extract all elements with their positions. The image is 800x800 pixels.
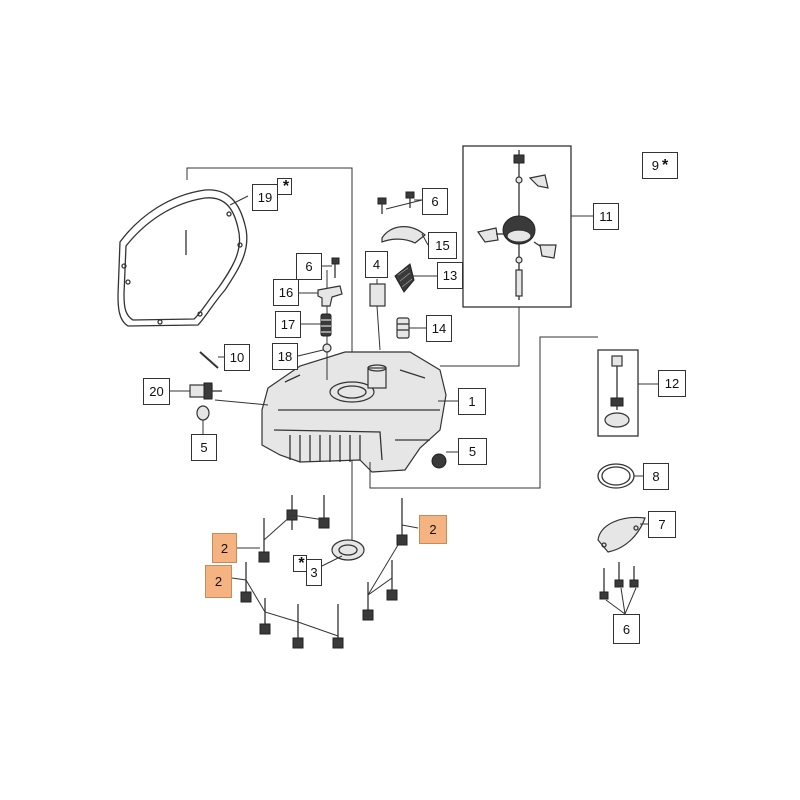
callout-14: 14: [426, 315, 452, 342]
callout-19-star: *: [277, 178, 292, 195]
callout-16: 16: [273, 279, 299, 306]
sensor-20: [189, 382, 222, 400]
callout-19: 19: [252, 184, 278, 211]
bolt-6-top: [331, 257, 340, 278]
callout-2-right: 2: [419, 515, 447, 544]
pin-10: [199, 351, 219, 369]
callout-8: 8: [643, 463, 669, 490]
screen-13: [394, 263, 415, 293]
callout-3-star: *: [293, 555, 307, 572]
crankcase-cover: [261, 351, 447, 473]
callout-3: 3: [306, 559, 322, 586]
bolts-6-plate: [377, 191, 426, 244]
callout-18: 18: [272, 343, 298, 370]
bolt-leaders: [231, 514, 419, 637]
governor-frame: [462, 145, 572, 308]
part-4: [369, 283, 386, 307]
clip-16: [317, 285, 343, 307]
callout-5-right: 5: [458, 438, 487, 465]
callout-13: 13: [437, 262, 463, 289]
callout-2-left-upper: 2: [212, 533, 237, 563]
callout-17: 17: [275, 311, 301, 338]
callout-9: 9*: [642, 152, 678, 179]
callout-4: 4: [365, 251, 388, 278]
spring-17: [320, 313, 332, 337]
crankcase-gasket: [117, 189, 248, 327]
callout-6-bottom: 6: [613, 614, 640, 644]
callout-6-top-right: 6: [422, 188, 448, 215]
ball-18: [322, 343, 332, 353]
callout-2-left-lower: 2: [205, 565, 232, 598]
cover-7: [597, 516, 646, 553]
callout-15: 15: [428, 232, 457, 259]
governor-assembly: [476, 150, 557, 300]
seal-5-left: [196, 405, 210, 421]
seal-3: [331, 539, 365, 561]
callout-1: 1: [458, 388, 486, 415]
seal-5-right: [431, 453, 447, 469]
callout-5-left: 5: [191, 434, 217, 461]
callout-20: 20: [143, 378, 170, 405]
callout-6-center: 6: [296, 253, 322, 280]
callout-7: 7: [648, 511, 676, 538]
bolts-6-lower: [599, 562, 639, 600]
sensor-frame: [597, 349, 639, 437]
fitting-14: [396, 317, 410, 339]
sensor-12: [604, 355, 630, 428]
callout-12: 12: [658, 370, 686, 397]
callout-10: 10: [224, 344, 250, 371]
callout-11: 11: [593, 203, 619, 230]
